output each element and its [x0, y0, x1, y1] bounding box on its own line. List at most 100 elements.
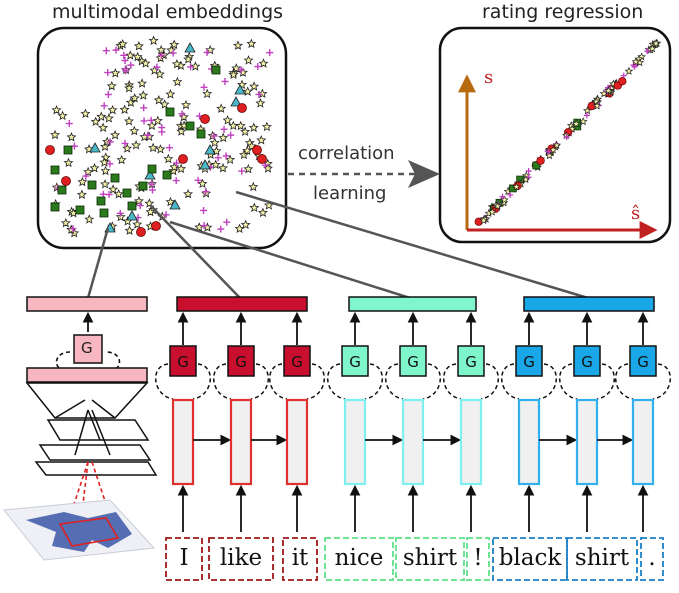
star-marker	[96, 111, 107, 121]
plus-marker	[104, 90, 112, 98]
star-marker	[84, 214, 95, 224]
plus-marker	[112, 46, 120, 54]
star-marker	[124, 116, 134, 126]
image-feature-bar	[26, 367, 148, 383]
star-marker	[258, 58, 269, 68]
s-axis-label: s	[484, 67, 494, 88]
square-marker	[63, 145, 73, 155]
star-marker	[181, 99, 191, 110]
plus-marker	[121, 57, 129, 65]
star-marker	[239, 149, 249, 160]
correlation-label: correlation	[298, 143, 395, 164]
plus-marker	[136, 202, 144, 210]
word-token: it	[291, 545, 309, 571]
square-marker	[138, 181, 148, 191]
star-marker	[80, 108, 91, 118]
square-marker	[122, 188, 132, 198]
star-marker	[110, 129, 121, 140]
star-marker	[117, 38, 128, 49]
plus-marker	[140, 117, 148, 125]
star-marker	[233, 40, 243, 50]
plus-marker	[144, 131, 152, 139]
plus-marker	[200, 222, 208, 230]
plus-marker	[178, 110, 186, 118]
star-marker	[165, 196, 176, 207]
star-marker	[153, 94, 164, 105]
star-marker	[197, 178, 208, 189]
plus-marker	[69, 225, 77, 233]
plus-marker	[104, 69, 112, 77]
word-token: !	[473, 545, 483, 571]
plus-marker	[65, 120, 73, 128]
star-marker	[499, 198, 509, 207]
star-marker	[83, 166, 94, 177]
plus-marker	[227, 131, 235, 139]
plus-marker	[140, 104, 148, 112]
word-token: .	[648, 545, 656, 571]
star-marker	[100, 141, 110, 151]
plus-marker	[106, 138, 114, 146]
star-marker	[145, 206, 156, 217]
star-marker	[171, 58, 182, 69]
plus-marker	[221, 77, 229, 85]
embeddings-title: multimodal embeddings	[52, 1, 284, 23]
star-marker	[125, 97, 136, 107]
plus-marker	[82, 172, 90, 180]
plus-marker	[162, 211, 170, 219]
rnn-cell-green-1	[401, 398, 425, 486]
plus-marker	[237, 66, 245, 74]
gate-label: G	[523, 353, 535, 371]
star-marker	[548, 145, 558, 154]
star-marker	[98, 122, 109, 133]
star-marker	[222, 115, 233, 125]
gate-blue-1	[573, 345, 601, 377]
star-marker	[240, 126, 251, 137]
regression-panel	[438, 26, 672, 244]
gate-label: G	[349, 353, 361, 371]
plus-marker	[220, 125, 228, 133]
star-marker	[242, 145, 253, 156]
shirt-image	[3, 499, 156, 561]
rnn-cell-blue-0	[517, 398, 541, 486]
star-marker	[155, 144, 166, 154]
circle-marker	[45, 145, 55, 155]
gate-green-0	[341, 345, 369, 377]
star-marker	[604, 86, 613, 95]
star-marker	[129, 125, 140, 136]
star-marker	[107, 104, 118, 115]
star-marker	[256, 135, 267, 145]
rnn-cell-red-2	[285, 398, 309, 486]
star-marker	[487, 207, 497, 216]
word-box	[466, 537, 490, 581]
plus-marker	[122, 65, 130, 73]
star-marker	[122, 143, 133, 153]
star-marker	[124, 225, 135, 235]
triangle-marker	[169, 199, 181, 210]
star-marker	[100, 179, 111, 189]
star-marker	[119, 104, 130, 114]
rnn-cell-green-0	[343, 398, 367, 486]
word-box	[208, 537, 274, 581]
star-marker	[76, 189, 87, 199]
embedding-panel	[36, 26, 288, 250]
gate-label: G	[177, 353, 189, 371]
square-marker	[50, 165, 60, 175]
plus-marker	[644, 48, 651, 55]
square-marker	[75, 205, 85, 215]
word-box	[282, 537, 318, 581]
star-marker	[148, 35, 159, 45]
circle-marker	[237, 103, 247, 113]
plus-marker	[255, 90, 263, 98]
star-marker	[651, 38, 661, 48]
star-marker	[218, 162, 228, 173]
regression-title: rating regression	[482, 1, 644, 23]
gate-label: G	[291, 353, 303, 371]
square-marker	[532, 161, 541, 170]
gate-label: G	[465, 353, 477, 371]
plus-marker	[545, 148, 552, 155]
gate-blue-0	[515, 345, 543, 377]
circle-marker	[61, 176, 71, 186]
star-marker	[129, 93, 140, 103]
circle-marker	[257, 154, 267, 164]
word-token: nice	[334, 545, 384, 571]
